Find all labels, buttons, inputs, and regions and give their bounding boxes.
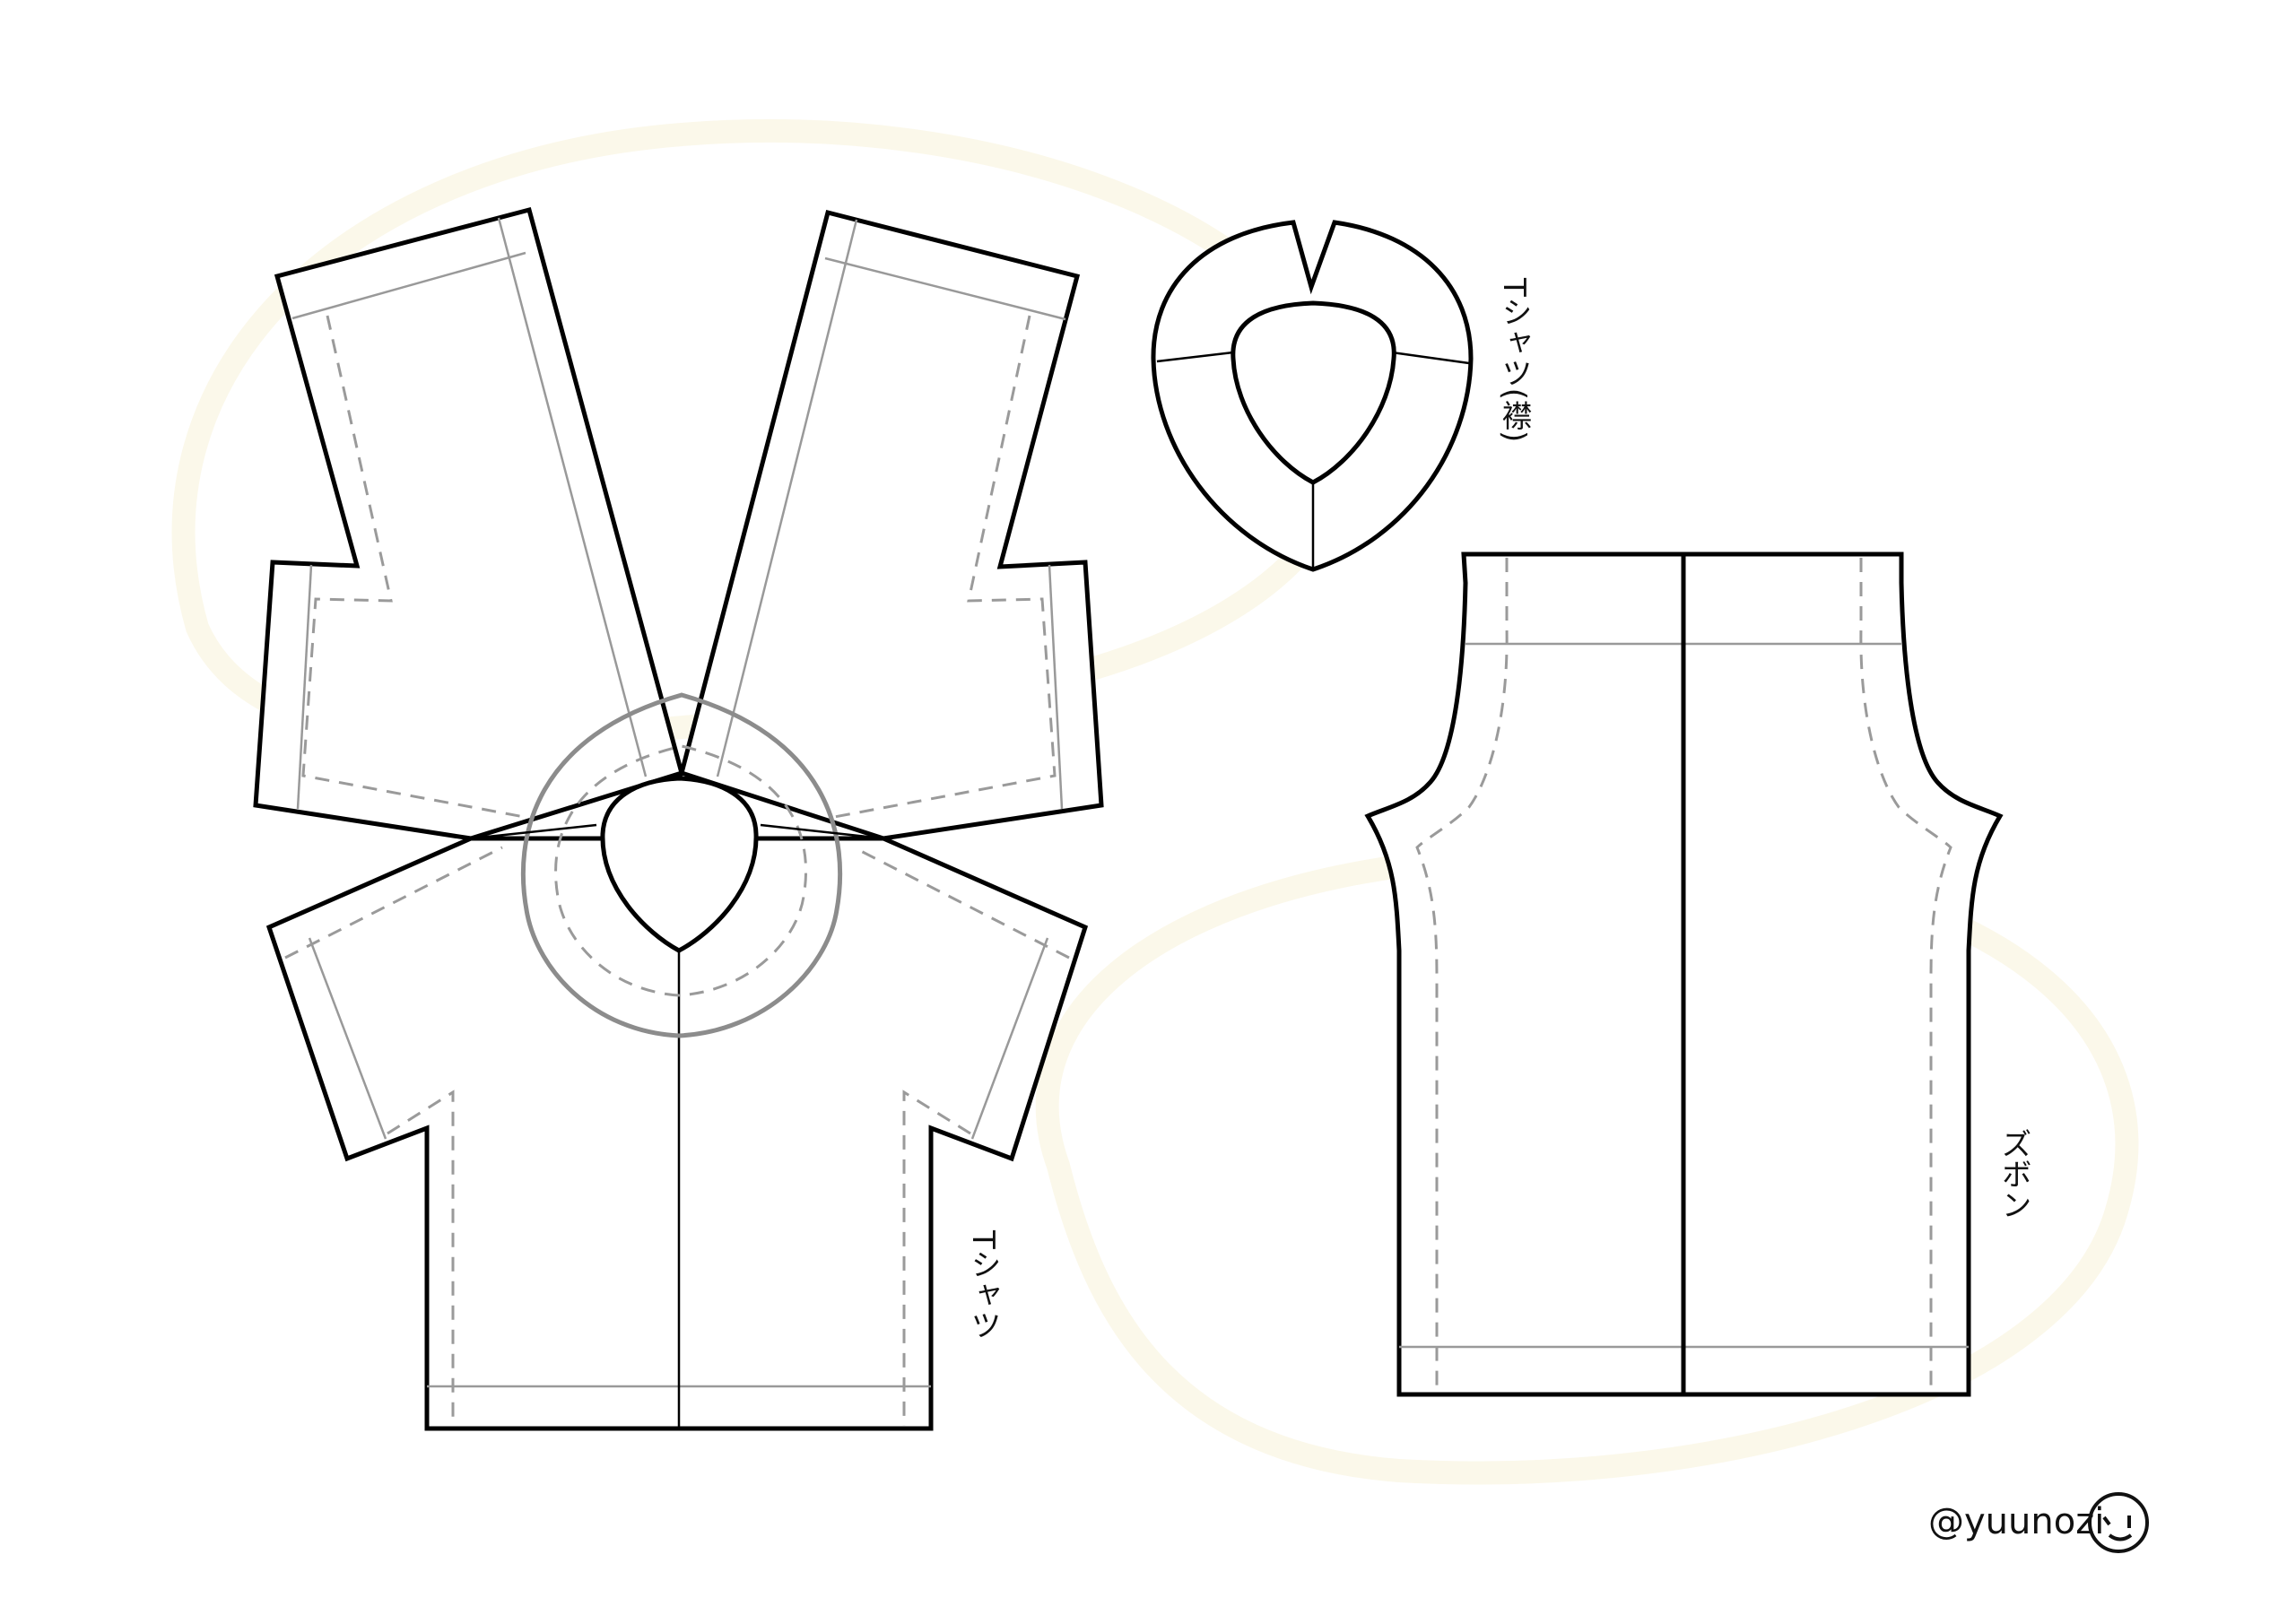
pants-pattern: ズボン [1364,551,2031,1397]
collar-pattern: Tシャツ(襟) [1151,220,1532,572]
face-icon [2088,1492,2149,1553]
collar-label: Tシャツ(襟) [1496,277,1532,442]
credit: @yuunozi [1928,1492,2149,1553]
tshirt-pattern: Tシャツ [253,206,1104,1431]
credit-handle: @yuunozi [1928,1501,2104,1542]
pants-label: ズボン [1996,1128,2031,1220]
sleeve-upper-right [678,209,1104,841]
tshirt-label: Tシャツ [965,1229,1001,1341]
sleeve-upper-left [253,206,685,841]
tshirt-front-body [265,692,1089,1431]
